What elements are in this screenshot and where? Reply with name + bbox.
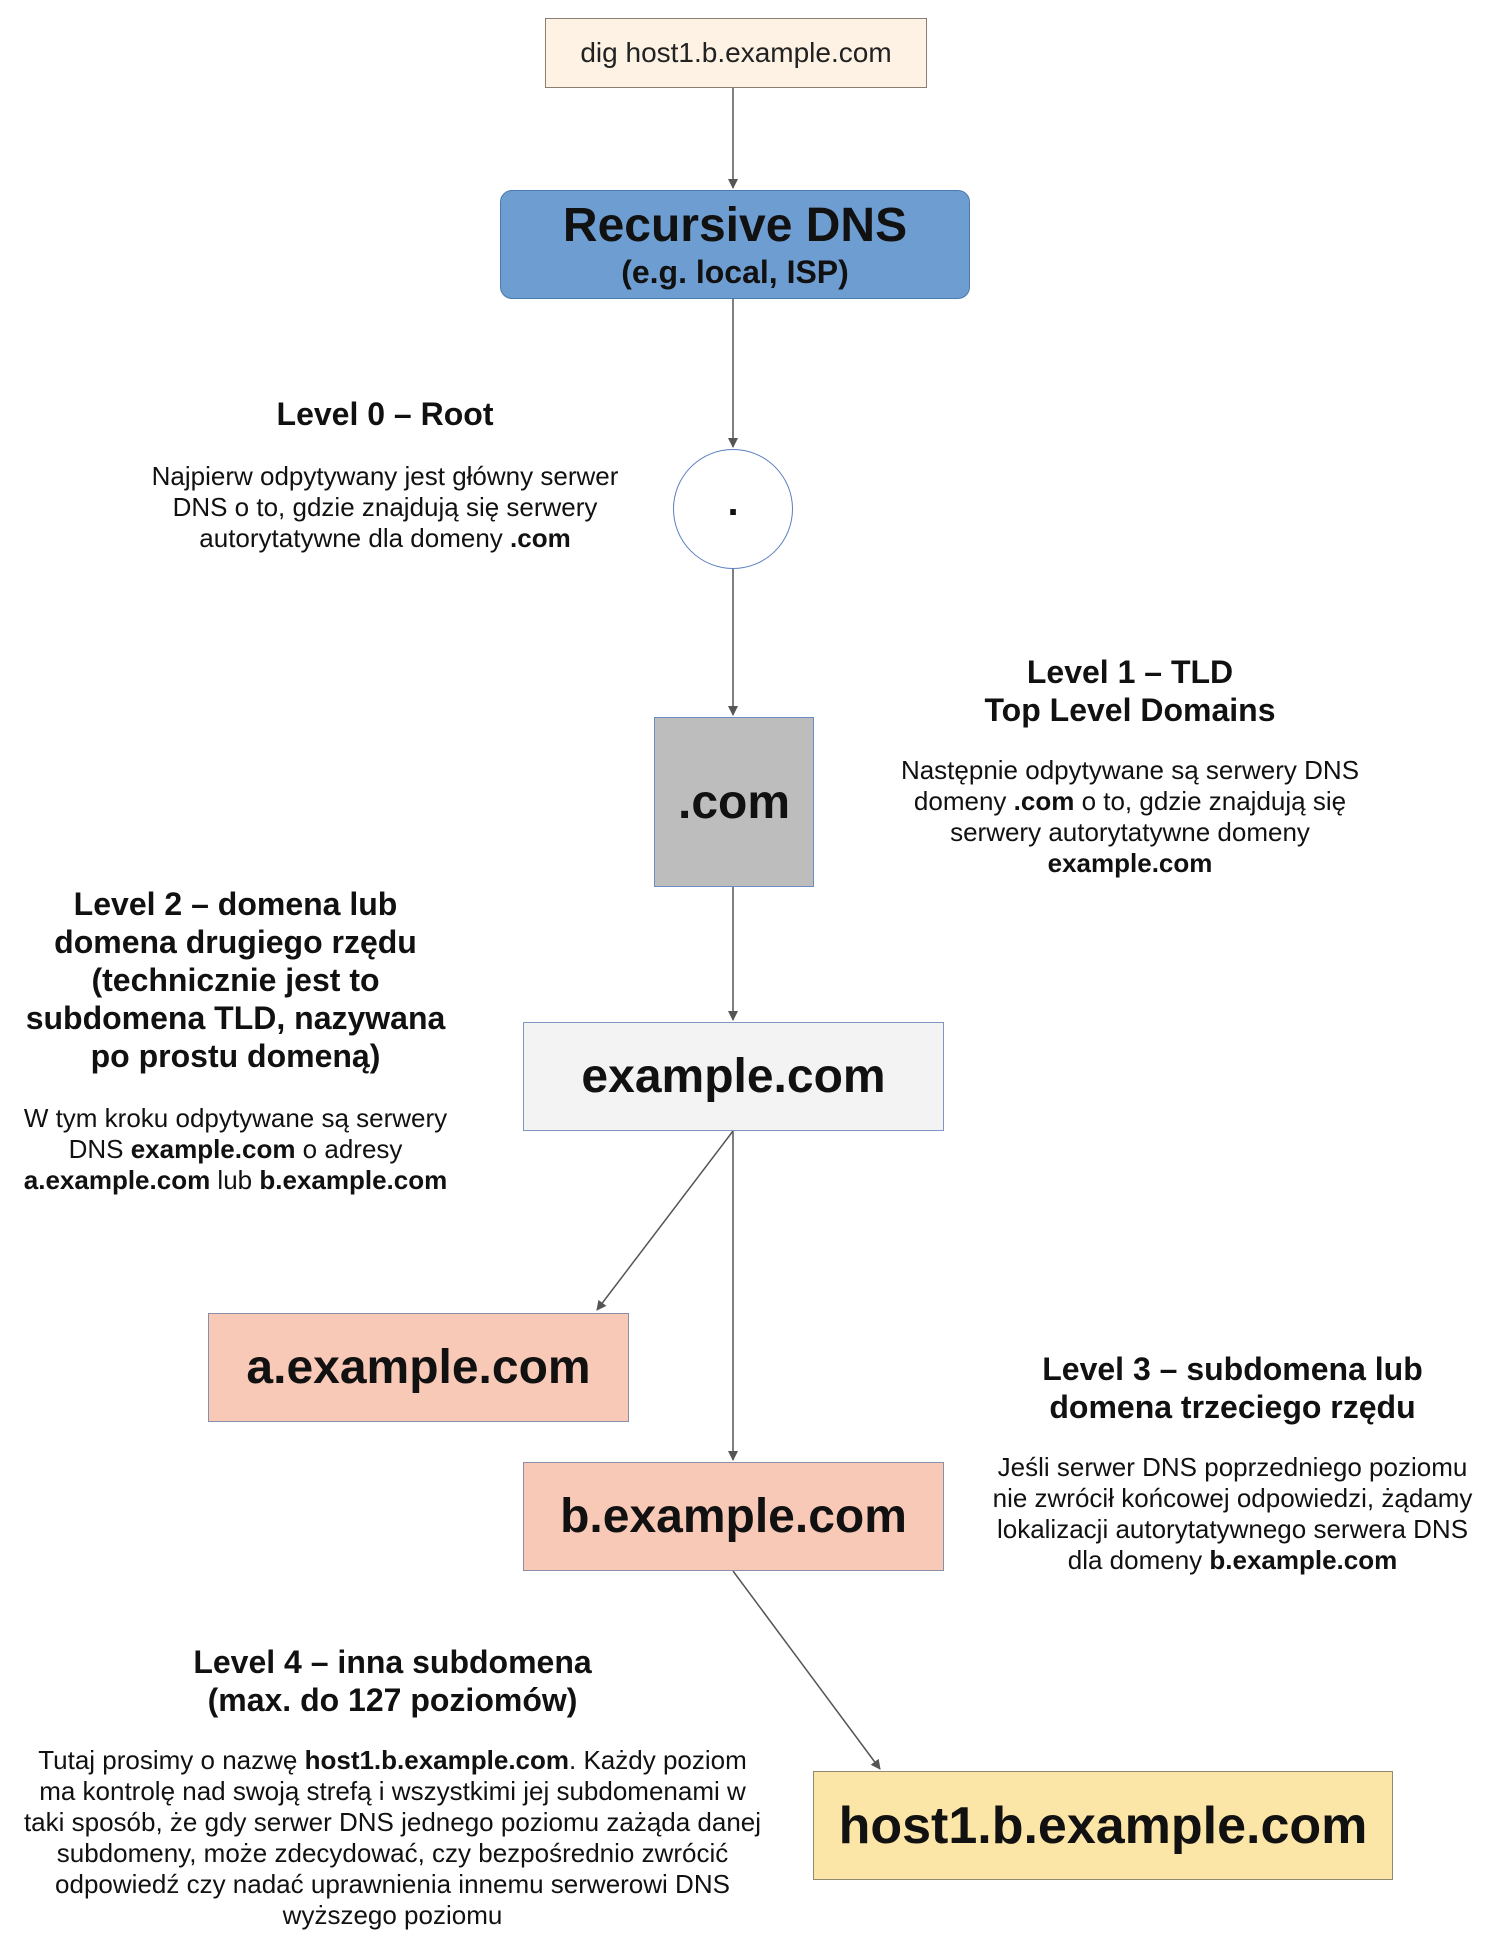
command-box: dig host1.b.example.com [545, 18, 927, 88]
level1-title-line-1: Level 1 – TLD [1026, 654, 1234, 690]
root-label: . [727, 479, 739, 524]
level2-title: Level 2 – domena lub domena drugiego rzę… [25, 886, 446, 1074]
level4-title-line-1: Level 4 – inna subdomena [193, 1644, 592, 1680]
root-node: . [673, 449, 793, 569]
level0-note: Level 0 – Root Najpierw odpytywany jest … [130, 395, 640, 554]
recursive-dns-node: Recursive DNS (e.g. local, ISP) [500, 190, 970, 299]
recursive-dns-title: Recursive DNS [562, 198, 908, 252]
arrow-b-to-host [732, 1570, 881, 1770]
host-node: host1.b.example.com [813, 1771, 1393, 1880]
level1-text: Następnie odpytywane są serwery DNS dome… [900, 755, 1360, 878]
level4-title-line-2: (max. do 127 poziomów) [207, 1682, 578, 1718]
level1-note: Level 1 – TLD Top Level Domains Następni… [880, 653, 1380, 879]
tld-node: .com [654, 717, 814, 887]
level3-note: Level 3 – subdomena lub domena trzeciego… [980, 1350, 1485, 1576]
subdomain-b-label: b.example.com [560, 1490, 907, 1543]
recursive-dns-subtitle: (e.g. local, ISP) [621, 253, 849, 290]
domain-label: example.com [581, 1050, 886, 1103]
level3-text: Jeśli serwer DNS poprzedniego poziomu ni… [992, 1452, 1473, 1575]
arrow-domain-to-a [596, 1130, 734, 1311]
command-text: dig host1.b.example.com [580, 37, 892, 68]
level1-title-line-2: Top Level Domains [984, 692, 1276, 728]
host-label: host1.b.example.com [838, 1796, 1368, 1855]
domain-node: example.com [523, 1022, 944, 1131]
subdomain-a-label: a.example.com [246, 1341, 591, 1394]
level0-title: Level 0 – Root [276, 396, 494, 432]
level3-title: Level 3 – subdomena lub domena trzeciego… [1042, 1351, 1423, 1425]
level2-text: W tym kroku odpytywane są serwery DNS ex… [23, 1103, 448, 1195]
subdomain-b-node: b.example.com [523, 1462, 944, 1571]
subdomain-a-node: a.example.com [208, 1313, 629, 1422]
level4-note: Level 4 – inna subdomena (max. do 127 po… [20, 1643, 765, 1931]
level4-text: Tutaj prosimy o nazwę host1.b.example.co… [23, 1745, 762, 1930]
level2-note: Level 2 – domena lub domena drugiego rzę… [8, 885, 463, 1196]
level0-text: Najpierw odpytywany jest główny serwer D… [151, 461, 619, 553]
tld-label: .com [677, 775, 791, 829]
